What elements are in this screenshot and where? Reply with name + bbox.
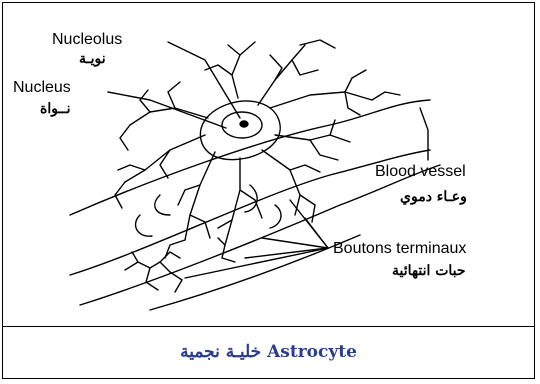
figure-caption: خليـة نجمية Astrocyte — [2, 330, 535, 374]
nucleolus-label-ar: نويـة — [79, 50, 106, 68]
blood-vessel-bottom-wall — [150, 235, 360, 310]
nucleus-leader-line — [108, 92, 226, 128]
nucleolus — [240, 121, 248, 127]
nucleolus-label: Nucleolus — [52, 31, 122, 49]
boutons-leader-line-5 — [185, 248, 328, 278]
cell-body — [200, 101, 280, 160]
boutons-terminaux-label-ar: حبات انتهائية — [392, 262, 466, 280]
nucleus-label-ar: نــواة — [40, 100, 71, 118]
boutons-leader-line-2 — [305, 218, 328, 248]
blood-vessel-label: Blood vessel — [375, 163, 466, 181]
nucleus-label: Nucleus — [13, 79, 71, 97]
boutons-terminaux-label: Boutons terminaux — [333, 240, 466, 258]
blood-vessel-inner-line — [80, 165, 440, 305]
caption-divider — [2, 326, 535, 327]
boutons-leader-line-3 — [262, 238, 328, 248]
nucleolus-leader-line — [168, 42, 240, 118]
blood-vessel-label-ar: وعـاء دموي — [400, 188, 467, 206]
